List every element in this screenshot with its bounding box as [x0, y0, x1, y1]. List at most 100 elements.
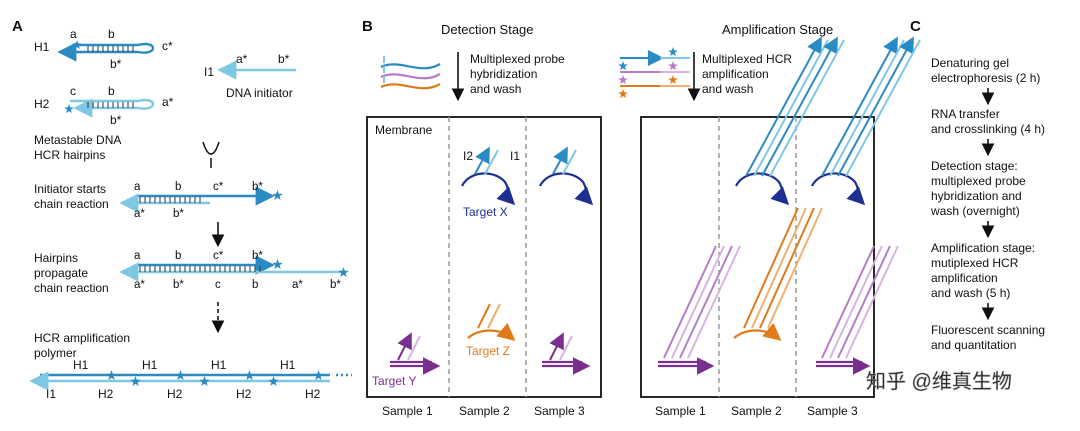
c-step5-line-1: Fluorescent scanning: [931, 323, 1045, 337]
amplified-z-sample2: [733, 207, 823, 341]
step1-top-3: c*: [213, 181, 224, 193]
step1-line-2: chain reaction: [34, 197, 109, 211]
step2-top-3: c*: [213, 250, 224, 262]
polymer-line-1: HCR amplification: [34, 331, 130, 345]
step2-line-3: chain reaction: [34, 281, 109, 295]
step2-line-2: propagate: [34, 266, 88, 280]
step2-top-4: b*: [252, 250, 263, 262]
target-y-label: Target Y: [372, 374, 416, 388]
target-z-probe: Target Z: [466, 303, 516, 358]
c-step2-line-1: RNA transfer: [931, 107, 1000, 121]
dna-initiator: I1 a* b* DNA initiator: [204, 52, 296, 100]
det-desc-1: Multiplexed probe: [470, 52, 565, 66]
hairpins-propagate-step: Hairpins propagate chain reaction a b c*…: [34, 250, 349, 295]
c-step4-line-1: Amplification stage:: [931, 241, 1035, 255]
poly-h2-3: H2: [236, 387, 252, 401]
i1-probe-label: I1: [510, 149, 520, 163]
det-sample-1: Sample 1: [382, 404, 433, 418]
amplified-x-sample2: [735, 36, 845, 206]
amplified-y-sample3: [816, 245, 899, 375]
h1-cstar: c*: [162, 39, 173, 53]
poly-h1-2: H1: [142, 358, 158, 372]
star-icon: [668, 47, 678, 57]
h1-label: H1: [34, 40, 50, 54]
star-icon: [130, 376, 141, 387]
metastable-line-2: HCR hairpins: [34, 148, 105, 162]
panel-c-label: C: [910, 18, 921, 35]
star-icon: [72, 40, 82, 50]
step2-bot-2: b*: [173, 279, 184, 291]
c-step3-line-4: wash (overnight): [930, 204, 1020, 218]
poly-h1-1: H1: [73, 358, 89, 372]
det-sample-2: Sample 2: [459, 404, 510, 418]
h2-b: b: [108, 84, 115, 98]
step1-top-1: a: [134, 181, 141, 193]
det-desc-3: and wash: [470, 82, 521, 96]
combine-icon: [202, 141, 220, 168]
star-icon: [244, 370, 255, 381]
h1-hairpin: H1 a b b* c*: [34, 27, 173, 71]
h2-astar: a*: [162, 95, 174, 109]
amp-desc-2: amplification: [702, 67, 769, 81]
poly-h1-4: H1: [280, 358, 296, 372]
c-step4-line-4: and wash (5 h): [931, 286, 1010, 300]
step1-bot-1: a*: [134, 208, 145, 220]
amplified-x-sample3: [811, 36, 921, 206]
init-astar: a*: [236, 52, 248, 66]
step2-top-1: a: [134, 250, 141, 262]
h1-a: a: [70, 27, 77, 41]
target-z-label: Target Z: [466, 344, 510, 358]
det-desc-2: hybridization: [470, 67, 537, 81]
step1-top-2: b: [175, 181, 181, 193]
target-x-probe: I2 I1 Target X: [461, 146, 520, 219]
star-icon: [618, 61, 628, 71]
h2-label: H2: [34, 97, 50, 111]
i1-label: I1: [204, 65, 214, 79]
star-icon: [668, 61, 678, 71]
amp-desc-1: Multiplexed HCR: [702, 52, 792, 66]
c-step5-line-2: and quantitation: [931, 338, 1016, 352]
membrane-label: Membrane: [375, 123, 433, 137]
step2-bot-5: a*: [292, 279, 303, 291]
star-icon: [268, 376, 279, 387]
c-step4-line-3: amplification: [931, 271, 998, 285]
step2-bot-1: a*: [134, 279, 145, 291]
step2-bot-6: b*: [330, 279, 341, 291]
c-step3-line-3: hybridization and: [931, 189, 1022, 203]
detection-title: Detection Stage: [441, 22, 534, 37]
amp-desc-3: and wash: [702, 82, 753, 96]
h2-c: c: [70, 84, 76, 98]
target-y-probe-sample3: [542, 332, 591, 375]
c-step3-line-2: multiplexed probe: [931, 174, 1026, 188]
amplification-membrane: [640, 116, 875, 398]
step2-line-1: Hairpins: [34, 251, 78, 265]
det-sample-3: Sample 3: [534, 404, 585, 418]
star-icon: [618, 75, 628, 85]
c-step1-line-1: Denaturing gel: [931, 56, 1009, 70]
poly-h2-4: H2: [305, 387, 321, 401]
polymer-line-2: polymer: [34, 346, 77, 360]
amp-sample-1: Sample 1: [655, 404, 706, 418]
watermark: 知乎 @维真生物: [866, 370, 1012, 393]
target-y-probe: Target Y: [372, 332, 441, 388]
star-icon: [64, 104, 74, 114]
target-x-probe-sample3: [539, 146, 594, 206]
star-icon: [618, 89, 628, 99]
step2-bot-4: b: [252, 279, 258, 291]
h2-hairpin: H2 c b b* a*: [34, 84, 174, 127]
detection-membrane: [366, 116, 602, 398]
h1-bstar: b*: [110, 57, 122, 71]
hcr-polymer: HCR amplification polymer H1 H1 H1 H1 I1…: [29, 331, 352, 401]
panel-a-label: A: [12, 18, 23, 35]
panel-c: C Denaturing gel electrophoresis (2 h) R…: [910, 18, 1045, 352]
target-x-label: Target X: [463, 205, 508, 219]
h1-b: b: [108, 27, 115, 41]
hcr-legend: [618, 47, 690, 99]
star-icon: [199, 376, 210, 387]
panel-b: B Detection Stage Multiplexed probe hybr…: [362, 18, 921, 418]
step1-top-4: b*: [252, 181, 263, 193]
c-step3-line-1: Detection stage:: [931, 159, 1018, 173]
step2-bot-3: c: [215, 279, 221, 291]
poly-h2-2: H2: [167, 387, 183, 401]
